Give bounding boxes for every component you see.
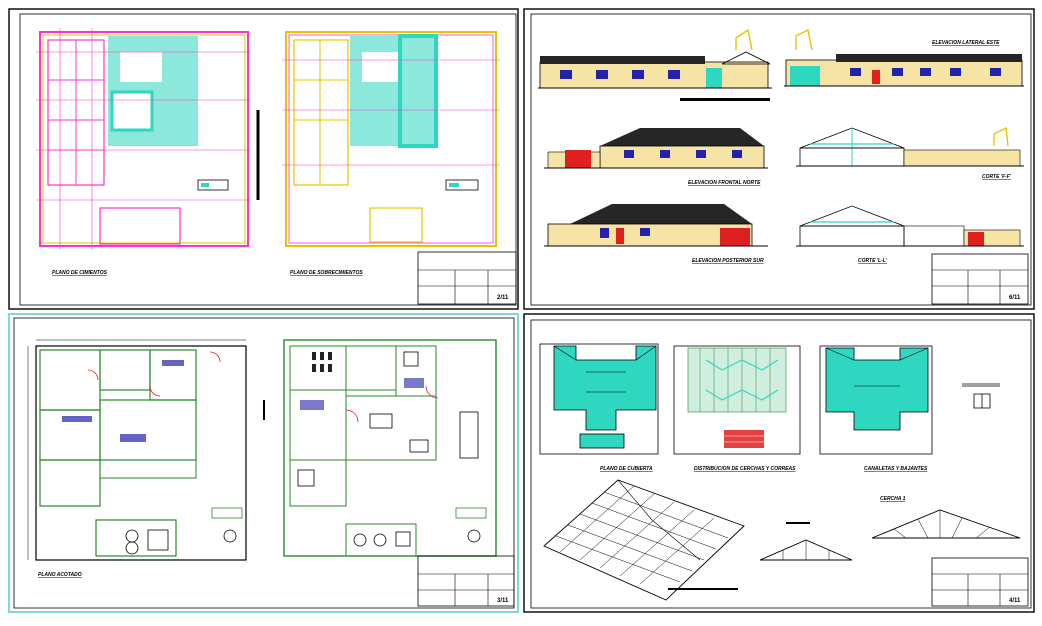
foundation-plan: [36, 28, 260, 250]
truss-isometric: [543, 479, 745, 601]
drawing-title: DISTRIBUCION DE CERCHAS Y CORREAS: [694, 466, 796, 472]
sheet-number: 4/11: [1009, 598, 1021, 604]
elevation-drawing: ELEVACION POSTERIOR SUR: [544, 204, 768, 264]
elevation-drawing: ELEVACION LATERAL ESTE: [784, 28, 1024, 87]
drawing-title: PLANO ACOTADO: [38, 572, 82, 578]
drawing-title: PLANO DE CUBIERTA: [600, 466, 653, 472]
drawing-title: CERCHA 1: [880, 496, 906, 502]
sheet-number: 2/11: [497, 295, 509, 301]
title-block: 6/11: [931, 253, 1029, 305]
drawing-title: ELEVACION LATERAL ESTE: [932, 40, 1000, 46]
furnished-floor-plan: [283, 339, 497, 557]
floor-plan: PLANO ACOTADO: [27, 339, 265, 578]
section-drawing: CORTE 'F-F': [796, 126, 1024, 180]
sheet-3-dimensioned-plan[interactable]: PLANO ACOTADO: [8, 313, 519, 613]
overfoundation-plan: [282, 31, 500, 247]
roof-plan: PLANO DE CUBIERTA: [539, 343, 659, 472]
drawing-title: ELEVACION FRONTAL NORTE: [688, 180, 761, 186]
sheet-4-roof-plans[interactable]: PLANO DE CUBIERTA DISTRIBUCION DE CERCHA…: [523, 313, 1035, 613]
truss-elevation: CERCHA 1: [871, 496, 1021, 539]
sheet-1-foundation-plans[interactable]: 2/11 PLANO DE CIMIENTOS PLANO DE SOBRECI…: [8, 8, 519, 310]
title-block: 2/11: [417, 251, 517, 305]
sheet-number: 6/11: [1009, 295, 1021, 301]
sheet-2-elevations[interactable]: ELEVACION LATERAL ESTE ELEVACION FRONTAL…: [523, 8, 1035, 310]
section-drawing: CORTE 'L-L': [796, 205, 1024, 264]
drawing-title: PLANO DE CIMIENTOS: [52, 270, 108, 276]
connection-detail: [962, 383, 1000, 409]
elevation-drawing: [538, 28, 772, 101]
gutters-plan: CANALETAS Y BAJANTES: [819, 345, 933, 472]
drawing-title: CORTE 'L-L': [858, 258, 888, 264]
title-block: 3/11: [417, 555, 515, 607]
drawing-title: CANALETAS Y BAJANTES: [864, 466, 928, 472]
drawing-title: PLANO DE SOBRECIMIENTOS: [290, 270, 363, 276]
drawing-title: ELEVACION POSTERIOR SUR: [692, 258, 764, 264]
elevation-drawing: ELEVACION FRONTAL NORTE: [544, 128, 768, 186]
truss-distribution-plan: DISTRIBUCION DE CERCHAS Y CORREAS: [673, 345, 801, 472]
sheet-number: 3/11: [497, 598, 509, 604]
title-block: 4/11: [931, 557, 1029, 607]
truss-section: [759, 522, 853, 561]
drawing-title: CORTE 'F-F': [982, 174, 1012, 180]
